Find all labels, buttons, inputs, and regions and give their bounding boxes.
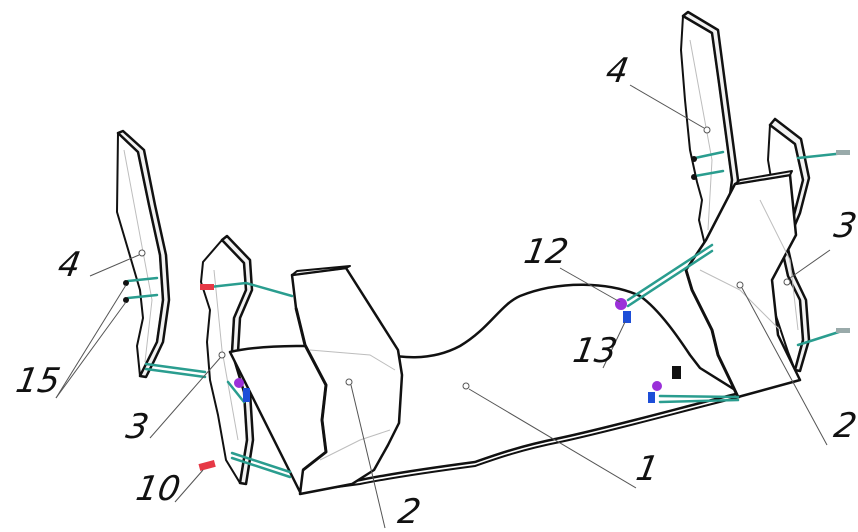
red-bolt-top bbox=[200, 284, 214, 290]
leader-lines bbox=[55, 84, 831, 529]
red-bolt-bottom bbox=[198, 460, 216, 471]
screw-bottom-right bbox=[836, 328, 850, 333]
callout-15: 15 bbox=[13, 361, 63, 401]
callout-4-left: 4 bbox=[55, 245, 84, 285]
screw-top-right bbox=[836, 150, 850, 155]
violet-bolt-left bbox=[234, 378, 244, 388]
pin-right-b bbox=[691, 174, 697, 180]
pin-right-a bbox=[691, 156, 697, 162]
callout-3-right: 3 bbox=[831, 206, 858, 246]
blue-nut-right bbox=[648, 392, 655, 403]
callout-2-center: 2 bbox=[395, 492, 424, 532]
hidden-lines bbox=[123, 39, 799, 461]
callout-13: 13 bbox=[570, 331, 620, 371]
pin-15-b bbox=[123, 297, 129, 303]
callout-10: 10 bbox=[133, 469, 183, 509]
callout-labels: 1 2 2 3 3 4 4 10 12 13 15 bbox=[13, 51, 858, 532]
connecting-rods bbox=[126, 150, 847, 479]
callout-1: 1 bbox=[633, 449, 662, 489]
callout-2-right: 2 bbox=[831, 406, 858, 446]
callout-4-right: 4 bbox=[603, 51, 632, 91]
violet-bolt-right bbox=[652, 381, 662, 391]
callout-12: 12 bbox=[521, 232, 571, 272]
callout-3-left: 3 bbox=[123, 407, 152, 447]
pin-15-a bbox=[123, 280, 129, 286]
bracket-black bbox=[672, 366, 681, 379]
blue-nut-left bbox=[243, 388, 250, 402]
blue-nut-13 bbox=[623, 311, 631, 323]
